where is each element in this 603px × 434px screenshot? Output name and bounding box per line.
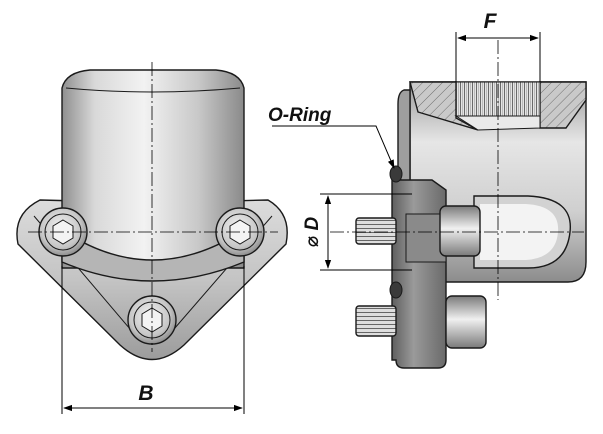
side-bolt-upper: [355, 205, 481, 257]
side-section-hatched-left: [409, 81, 479, 131]
side-bolt-lower: [355, 295, 487, 349]
oring-seal-top: [389, 165, 403, 183]
oring-seal-bottom: [389, 281, 403, 299]
oring-label: O-Ring: [268, 105, 332, 126]
dim-d-label: ⌀ D: [302, 217, 323, 248]
dim-f-label: F: [484, 10, 498, 33]
oring-leader-line: [272, 125, 395, 169]
side-flange: [391, 179, 447, 369]
front-cylinder-body: [61, 69, 245, 269]
side-view: F O-Ring ⌀ D: [268, 10, 587, 369]
front-view: B: [16, 62, 288, 414]
dim-b-label: B: [138, 382, 153, 405]
front-cylinder-top-edge: [65, 87, 241, 93]
